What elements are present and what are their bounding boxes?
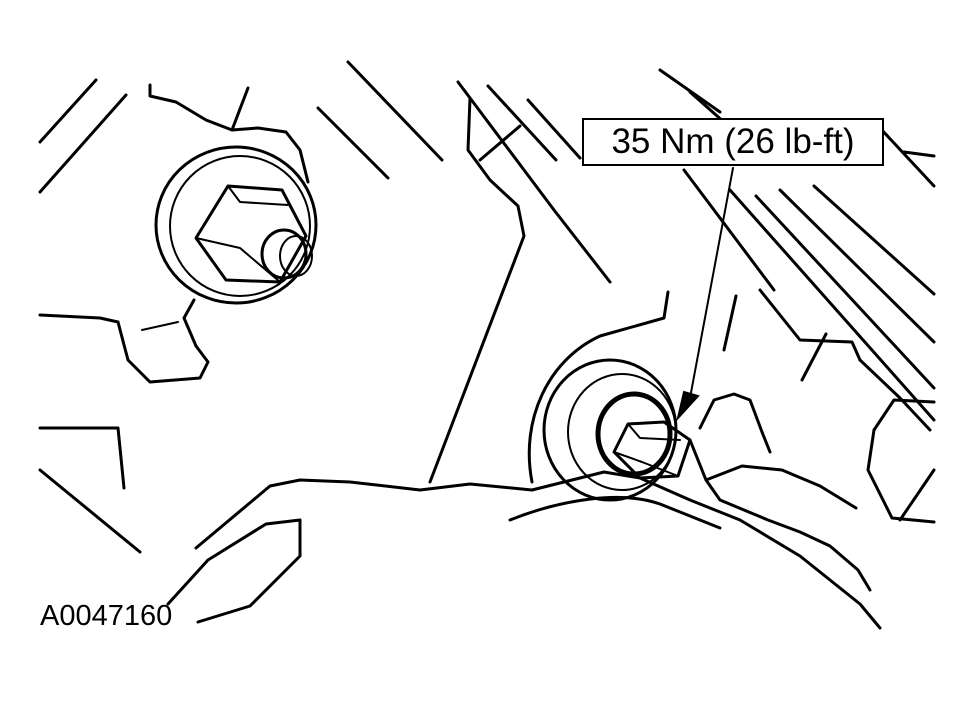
lower-casing: [688, 294, 936, 592]
torque-spec-callout: 35 Nm (26 lb-ft): [582, 118, 884, 166]
lower-cover: [166, 470, 882, 630]
center-plate: [428, 80, 612, 484]
lower-bolt: [527, 290, 692, 502]
figure-id-label: A0047160: [40, 600, 173, 632]
left-bracket: [38, 60, 444, 554]
upper-bolt: [154, 145, 318, 305]
callout-leader-arrow: [676, 167, 734, 422]
